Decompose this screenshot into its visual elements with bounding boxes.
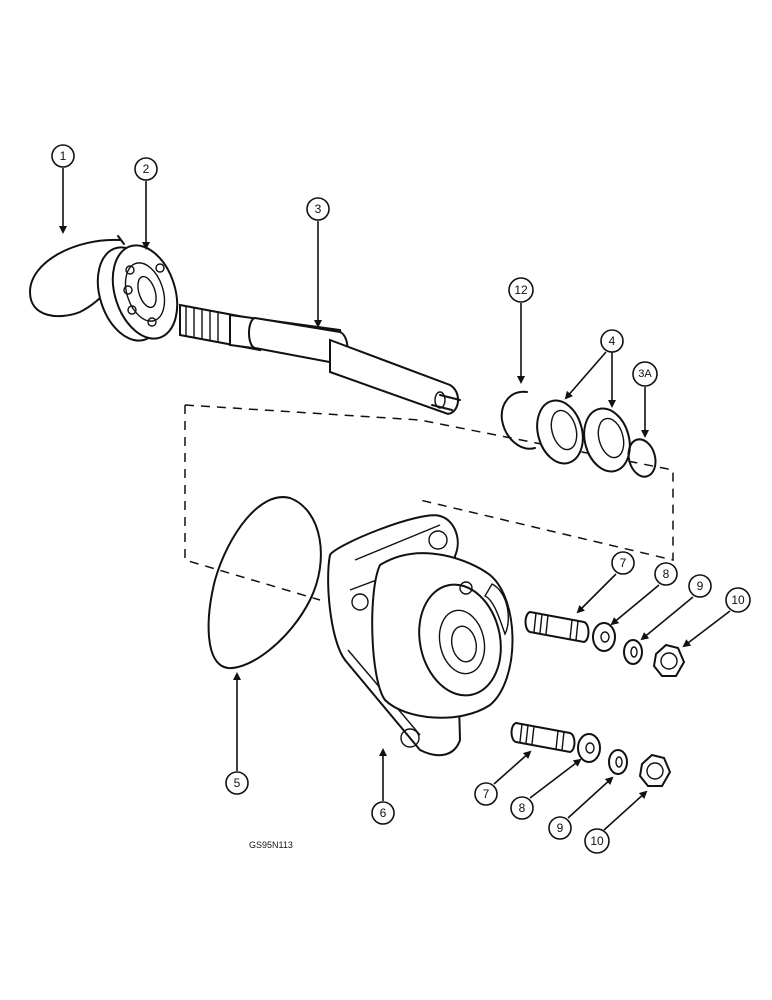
callout-12-label: 12 bbox=[514, 283, 528, 297]
callout-10-upper-label: 10 bbox=[731, 593, 745, 607]
nut-upper-part bbox=[652, 643, 686, 677]
lock-washer-upper-part bbox=[623, 639, 643, 665]
washer-upper-part bbox=[592, 622, 616, 652]
callout-8-lower: 8 bbox=[510, 758, 582, 820]
callout-7-lower: 7 bbox=[474, 750, 532, 806]
callout-3-label: 3 bbox=[315, 202, 322, 216]
callout-9-upper: 9 bbox=[640, 574, 712, 641]
small-o-ring-part bbox=[627, 438, 657, 478]
callout-9-lower: 9 bbox=[548, 776, 614, 840]
callout-7-upper-label: 7 bbox=[620, 556, 627, 570]
ball-bearing-part bbox=[96, 244, 179, 342]
stud-upper-part bbox=[524, 610, 590, 644]
nut-lower-part bbox=[638, 753, 672, 787]
callout-3: 3 bbox=[306, 197, 330, 328]
large-o-ring-part bbox=[207, 496, 322, 670]
callout-4: 4 bbox=[564, 329, 624, 408]
seal-right-part bbox=[583, 407, 631, 473]
callout-3a-label: 3A bbox=[638, 368, 652, 380]
callout-6: 6 bbox=[371, 748, 395, 825]
callout-12: 12 bbox=[508, 277, 534, 384]
callout-10-upper: 10 bbox=[682, 587, 751, 648]
shaft-part bbox=[179, 303, 461, 416]
callout-9-lower-label: 9 bbox=[557, 821, 564, 835]
callout-1: 1 bbox=[51, 144, 75, 234]
callout-10-lower-label: 10 bbox=[590, 834, 604, 848]
callout-3a: 3A bbox=[632, 361, 658, 438]
housing-part bbox=[327, 514, 514, 757]
callout-5: 5 bbox=[225, 672, 249, 795]
callout-8-lower-label: 8 bbox=[519, 801, 526, 815]
callout-1-label: 1 bbox=[60, 149, 67, 163]
callout-9-upper-label: 9 bbox=[697, 579, 704, 593]
callout-7-upper: 7 bbox=[576, 551, 635, 614]
callout-8-upper-label: 8 bbox=[663, 567, 670, 581]
callout-10-lower: 10 bbox=[584, 790, 648, 854]
washer-lower-part bbox=[577, 733, 601, 763]
retaining-ring-part bbox=[500, 390, 536, 450]
lock-washer-lower-part bbox=[608, 749, 628, 775]
callout-7-lower-label: 7 bbox=[483, 787, 490, 801]
callout-2: 2 bbox=[134, 157, 158, 250]
assembly-dashed-line bbox=[184, 404, 674, 601]
callout-2-label: 2 bbox=[143, 162, 150, 176]
figure-code: GS95N113 bbox=[249, 840, 293, 850]
callout-4-label: 4 bbox=[609, 334, 616, 348]
callout-6-label: 6 bbox=[380, 806, 387, 820]
seal-left-part bbox=[536, 399, 584, 465]
stud-lower-part bbox=[510, 721, 576, 754]
callout-8-upper: 8 bbox=[610, 562, 678, 626]
callout-5-label: 5 bbox=[234, 776, 241, 790]
